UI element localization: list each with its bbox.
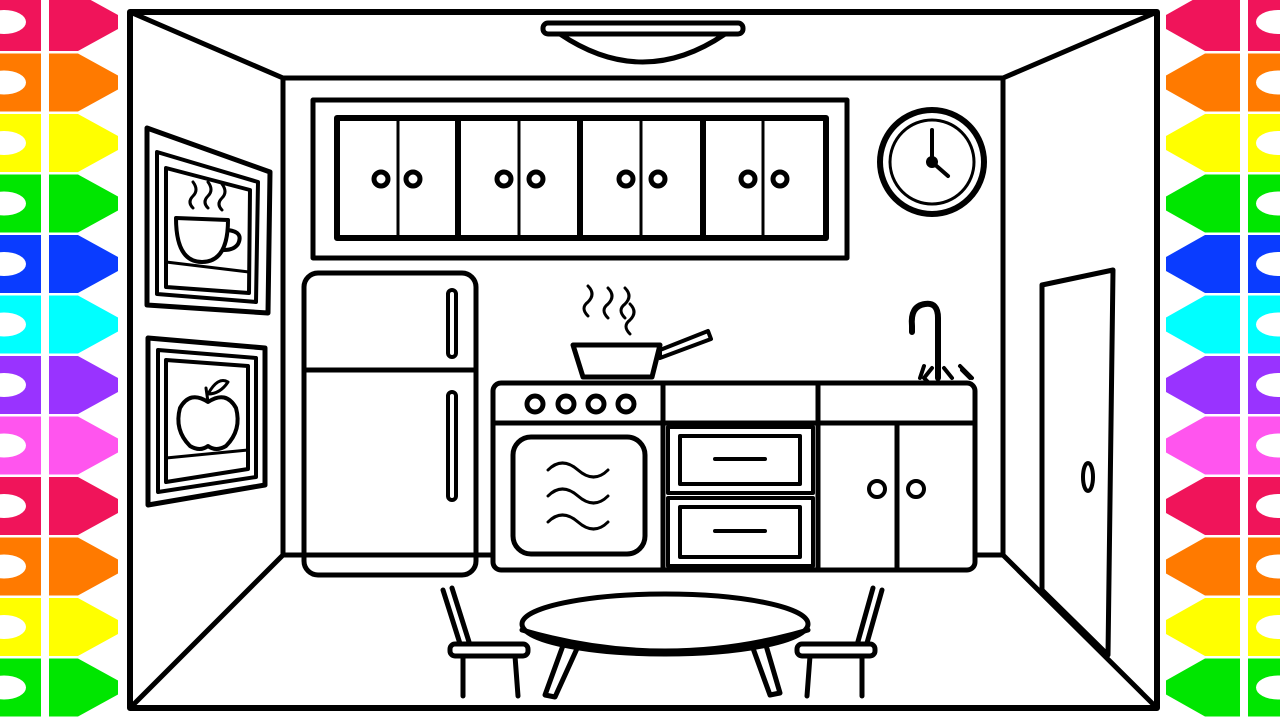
crayon xyxy=(1166,114,1280,172)
crayon xyxy=(1166,53,1280,112)
sink-faucet xyxy=(908,300,974,386)
crayon xyxy=(1166,537,1280,596)
crayon xyxy=(1166,598,1280,656)
crayon xyxy=(1166,658,1280,717)
crayon xyxy=(0,598,118,656)
crayon xyxy=(0,356,118,414)
frying-pan xyxy=(570,284,713,380)
crayon xyxy=(1166,416,1280,475)
kitchen-counter xyxy=(490,380,978,573)
crayon xyxy=(0,477,118,535)
refrigerator xyxy=(301,270,479,578)
chair-right xyxy=(794,585,885,699)
picture-frame-cup xyxy=(144,125,273,316)
crayon xyxy=(1166,295,1280,354)
crayon xyxy=(1166,235,1280,293)
wall-cabinets xyxy=(310,97,850,261)
kitchen-drawing xyxy=(127,9,1160,711)
crayon-border-right xyxy=(1166,0,1280,717)
picture-frame-apple xyxy=(145,335,268,508)
crayon xyxy=(0,235,118,293)
crayon xyxy=(1166,174,1280,233)
crayon xyxy=(0,53,118,112)
crayon xyxy=(0,658,118,717)
dining-table xyxy=(519,591,811,700)
wall-clock xyxy=(877,107,987,217)
door xyxy=(1039,267,1116,658)
crayon xyxy=(0,295,118,354)
crayon xyxy=(1166,356,1280,414)
ceiling-lamp xyxy=(540,20,746,65)
crayon xyxy=(0,416,118,475)
crayon xyxy=(0,114,118,172)
crayon xyxy=(0,537,118,596)
chair-left xyxy=(440,585,531,699)
crayon xyxy=(0,174,118,233)
crayon xyxy=(0,0,118,51)
crayon xyxy=(1166,477,1280,535)
crayon xyxy=(1166,0,1280,51)
crayon-border-left xyxy=(0,0,118,717)
